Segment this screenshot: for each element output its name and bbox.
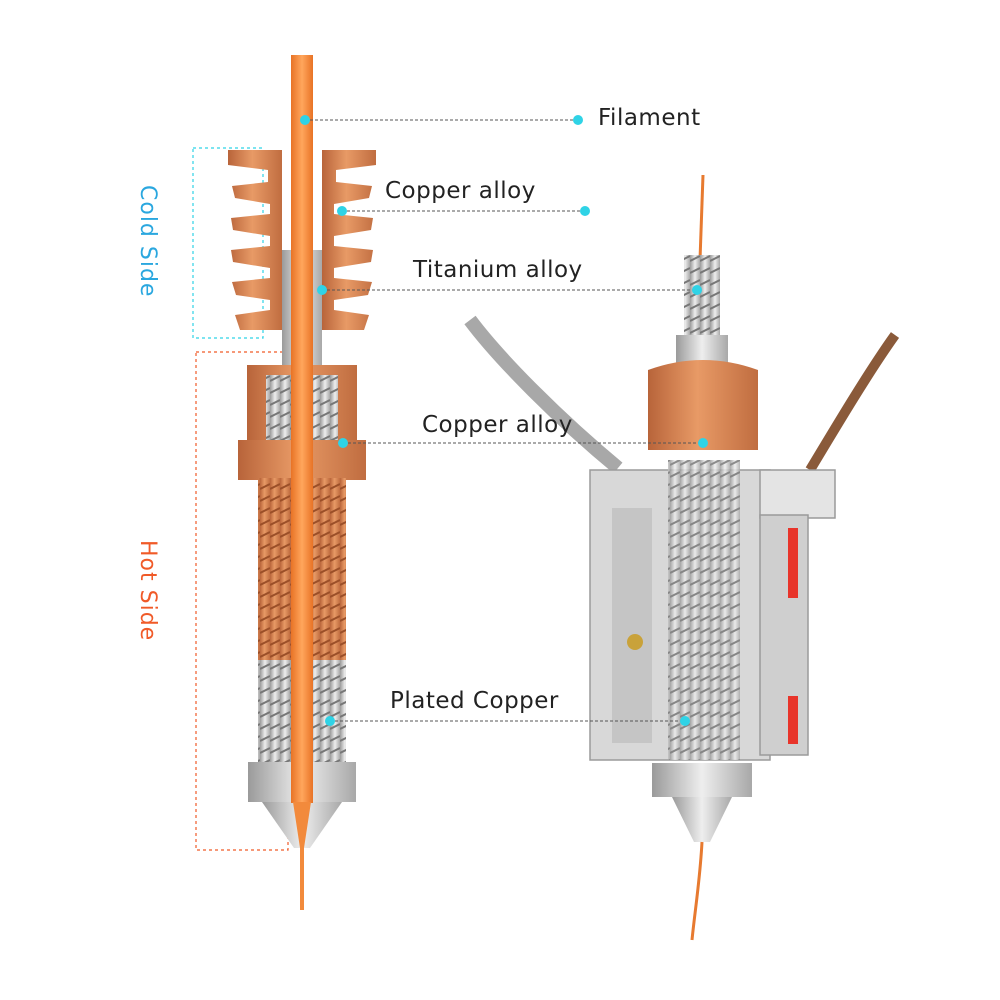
dot-copper-hot-right [698, 438, 708, 448]
dot-filament-right [573, 115, 583, 125]
dot-plated-left [325, 716, 335, 726]
internal-thread [668, 460, 740, 760]
nozzle-hex-right [652, 763, 752, 797]
hot-side-bracket [195, 351, 289, 851]
dot-titanium-left [317, 285, 327, 295]
dot-titanium-right [692, 285, 702, 295]
cable-left [464, 315, 623, 474]
label-copper-alloy-hot: Copper alloy [422, 412, 573, 438]
nozzle-tip-right [672, 797, 732, 842]
cross-section [192, 55, 376, 910]
dot-filament-left [300, 115, 310, 125]
heater-red-strip-bottom [788, 696, 798, 744]
heater-red-strip-top [788, 528, 798, 598]
label-copper-alloy-cold: Copper alloy [385, 178, 536, 204]
heatsink-left [228, 150, 282, 330]
copper-cap [648, 360, 758, 450]
leader-lines [305, 119, 703, 722]
label-hot-side: Hot Side [135, 540, 160, 642]
callout-dots [300, 115, 708, 726]
dot-plated-right [680, 716, 690, 726]
heatsink-right [322, 150, 376, 330]
filament-strand [291, 55, 313, 803]
dot-copper-cold-right [580, 206, 590, 216]
label-cold-side: Cold Side [135, 185, 160, 298]
dot-copper-cold-left [337, 206, 347, 216]
dot-copper-hot-left [338, 438, 348, 448]
cold-side-bracket [192, 147, 264, 339]
label-filament: Filament [598, 105, 701, 131]
filament-wire-bottom [690, 841, 704, 941]
titanium-thread-top [684, 255, 720, 335]
hotend-assembly [464, 174, 900, 941]
label-titanium-alloy: Titanium alloy [413, 257, 583, 283]
label-plated-copper: Plated Copper [390, 688, 559, 714]
cable-right [805, 332, 900, 473]
filament-wire-top [698, 174, 705, 261]
